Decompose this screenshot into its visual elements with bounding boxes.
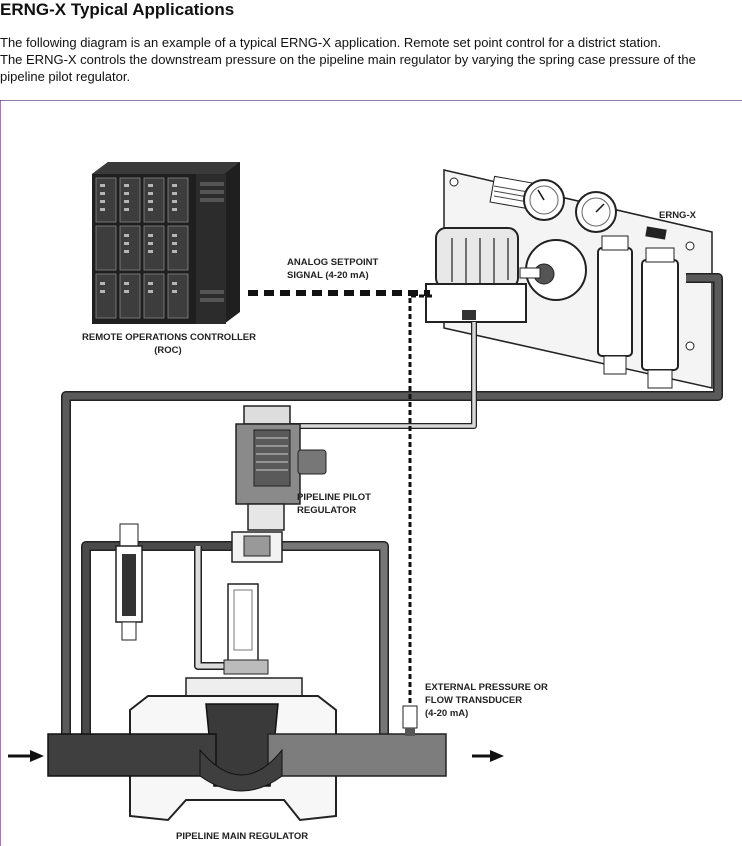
- analog-setpoint-label-line-2: SIGNAL (4-20 mA): [287, 270, 369, 281]
- sense-lines: [61, 273, 723, 746]
- pilot-regulator-label: PIPELINE PILOT REGULATOR: [297, 491, 371, 517]
- intro-line-2: The ERNG-X controls the downstream press…: [0, 52, 696, 67]
- pipeline-main-regulator: [129, 583, 337, 822]
- erng-x-unit: [425, 169, 713, 389]
- pilot-regulator-label-line-1: PIPELINE PILOT: [297, 492, 371, 503]
- intro-line-1: The following diagram is an example of a…: [0, 35, 662, 50]
- pipeline-pilot-regulator: [231, 405, 327, 563]
- analog-setpoint-label: ANALOG SETPOINT SIGNAL (4-20 mA): [287, 256, 378, 282]
- roc-label-line-1: REMOTE OPERATIONS CONTROLLER: [82, 332, 256, 343]
- transducer-label-line-2: FLOW TRANSDUCER: [425, 695, 523, 706]
- diagram-drawing: [0, 100, 742, 846]
- roc-label-line-2: (ROC): [154, 345, 182, 356]
- application-diagram: REMOTE OPERATIONS CONTROLLER (ROC) ANALO…: [0, 100, 742, 846]
- main-pipeline: [47, 733, 447, 792]
- intro-line-3: pipeline pilot regulator.: [0, 69, 131, 84]
- analog-setpoint-label-line-1: ANALOG SETPOINT: [287, 257, 379, 268]
- main-regulator-label: PIPELINE MAIN REGULATOR: [176, 831, 309, 842]
- external-pressure-transducer: [402, 705, 418, 736]
- transducer-label-line-1: EXTERNAL PRESSURE OR: [425, 682, 548, 693]
- transducer-label-line-3: (4-20 mA): [425, 708, 469, 719]
- transducer-label: EXTERNAL PRESSURE OR FLOW TRANSDUCER (4-…: [425, 681, 548, 720]
- roc-label: REMOTE OPERATIONS CONTROLLER (ROC): [82, 331, 256, 357]
- transducer-signal-line: [408, 294, 432, 706]
- remote-operations-controller: [92, 162, 240, 324]
- page-title: ERNG-X Typical Applications: [0, 0, 235, 19]
- flow-arrows: [8, 750, 504, 762]
- erng-x-label: ERNG-X: [659, 210, 696, 221]
- upstream-filter: [115, 523, 143, 641]
- pilot-regulator-label-line-2: REGULATOR: [297, 505, 357, 516]
- intro-text: The following diagram is an example of a…: [0, 34, 742, 85]
